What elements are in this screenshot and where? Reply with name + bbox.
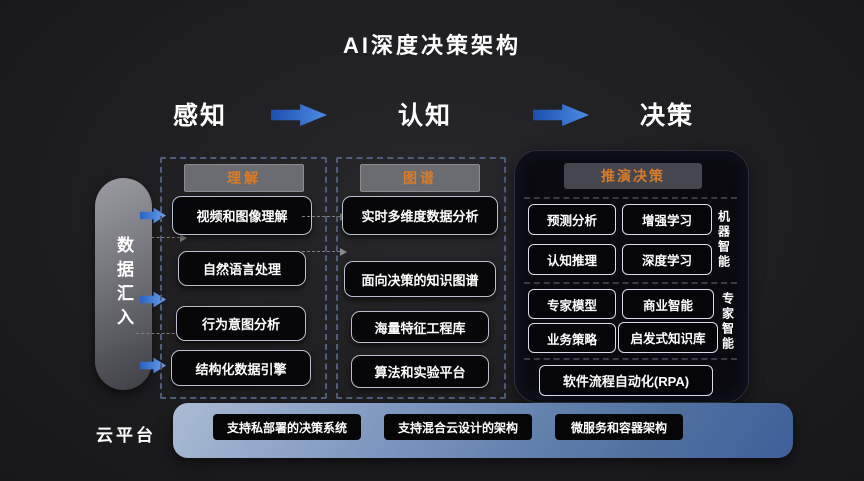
perception-column-header: 理解	[184, 164, 304, 192]
decision-machine-item: 增强学习	[622, 204, 712, 235]
cloud-item: 支持私部署的决策系统	[213, 414, 361, 440]
arrow-right-icon	[533, 103, 589, 127]
perception-column	[160, 157, 327, 399]
perception-item: 视频和图像理解	[172, 196, 312, 235]
stage-perception: 感知	[172, 102, 227, 130]
dashed-arrow-right-icon	[302, 248, 347, 256]
cloud-platform-label: 云平台	[96, 426, 156, 445]
decision-expert-item: 专家模型	[528, 289, 616, 319]
decision-machine-item: 认知推理	[528, 244, 616, 275]
decision-panel	[514, 150, 749, 403]
perception-item: 结构化数据引擎	[171, 350, 311, 386]
machine-intelligence-label: 机器智能	[716, 210, 731, 270]
decision-panel-header: 推演决策	[564, 163, 702, 189]
dashed-divider	[524, 358, 737, 360]
dashed-divider	[524, 197, 737, 199]
dashed-arrow-right-icon	[136, 234, 187, 242]
decision-expert-item: 业务策略	[528, 323, 616, 353]
cognition-item: 面向决策的知识图谱	[344, 261, 496, 297]
stage-cognition: 认知	[397, 102, 452, 130]
decision-expert-item: 启发式知识库	[618, 322, 718, 353]
dashed-divider	[524, 282, 737, 284]
diagram-title: AI深度决策架构	[342, 33, 521, 58]
decision-expert-item: 商业智能	[622, 289, 714, 319]
decision-machine-item: 深度学习	[622, 244, 712, 275]
cognition-item: 算法和实验平台	[351, 355, 489, 388]
expert-intelligence-label: 专家智能	[720, 292, 735, 352]
stage-decision: 决策	[639, 102, 694, 130]
arrow-right-icon	[271, 103, 327, 127]
perception-item: 自然语言处理	[178, 251, 306, 286]
decision-rpa-item: 软件流程自动化(RPA)	[539, 365, 713, 396]
decision-machine-item: 预测分析	[528, 204, 616, 235]
perception-item: 行为意图分析	[176, 306, 306, 341]
cognition-item: 海量特征工程库	[351, 311, 489, 343]
cognition-item: 实时多维度数据分析	[342, 196, 498, 235]
cloud-item: 微服务和容器架构	[555, 414, 683, 440]
data-inflow-label: 数据汇入	[114, 236, 133, 332]
data-inflow-pill: 数据汇入	[95, 178, 152, 390]
dashed-arrow-right-icon	[302, 213, 347, 221]
cognition-column-header: 图谱	[360, 164, 480, 192]
cloud-item: 支持混合云设计的架构	[384, 414, 532, 440]
cognition-column	[336, 157, 506, 399]
